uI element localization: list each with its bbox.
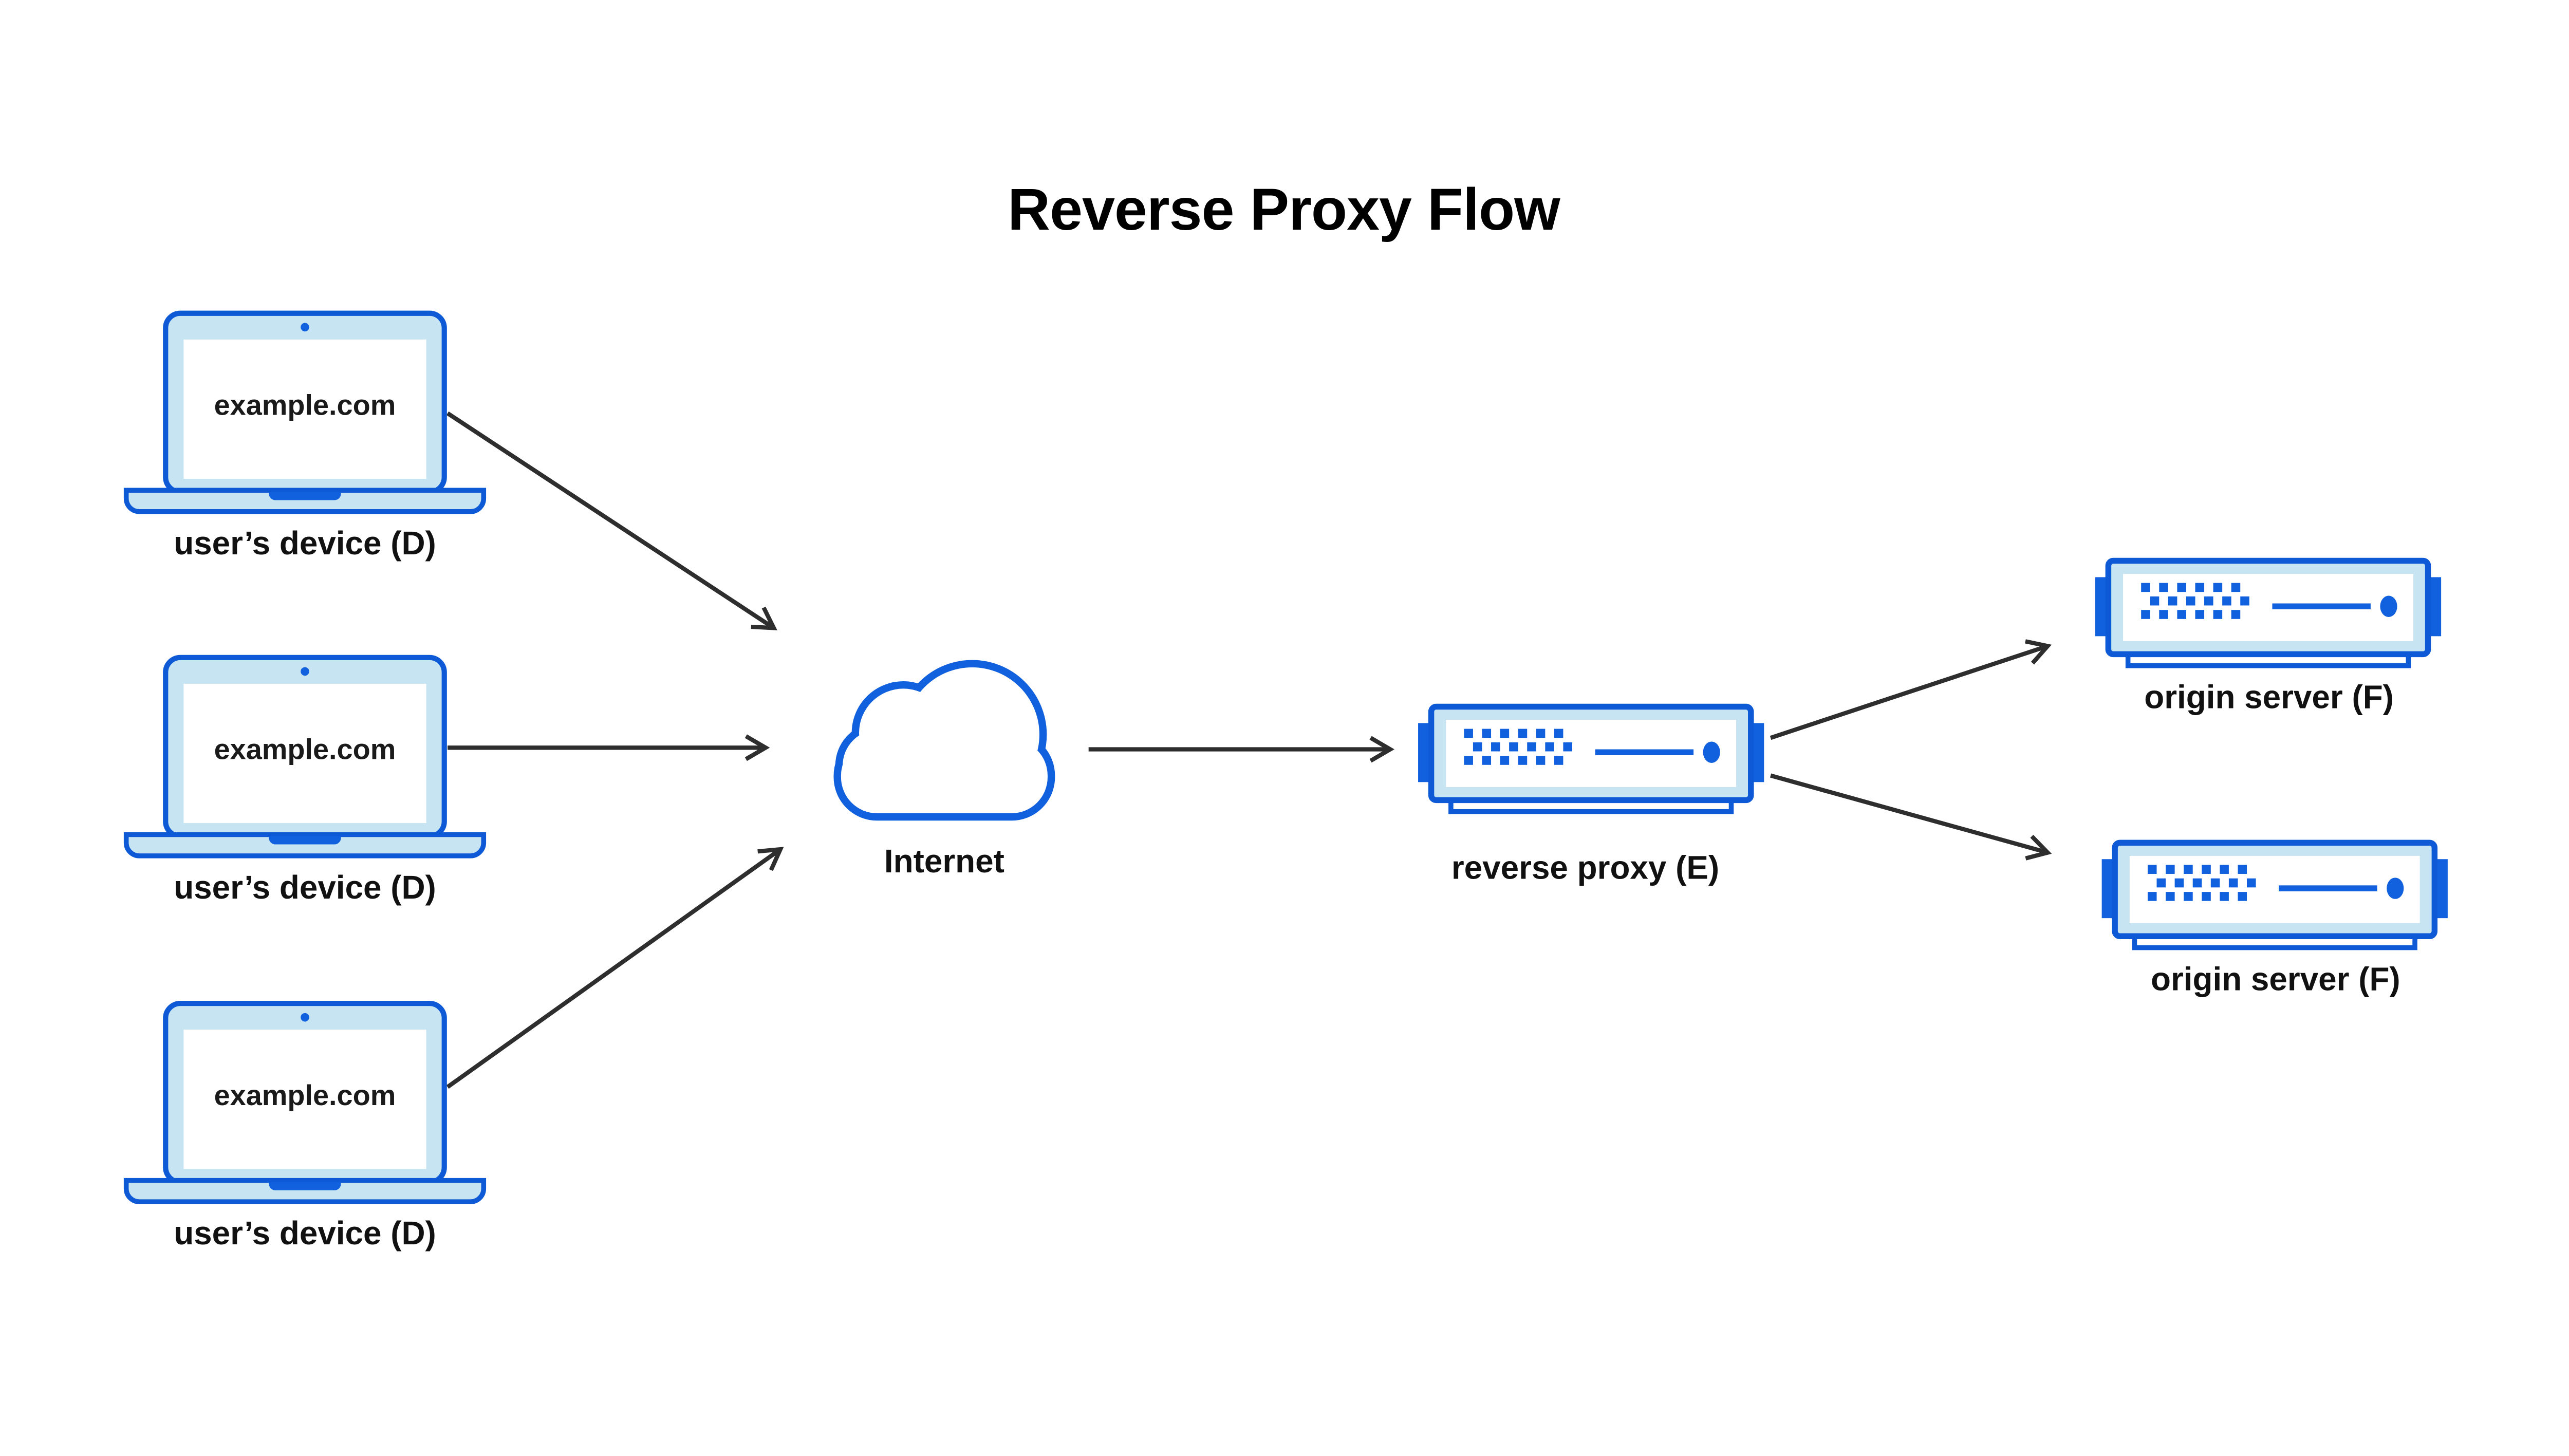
reverse-proxy-label: reverse proxy (E) bbox=[1451, 849, 1719, 886]
arrow-proxy-to-origin2 bbox=[1770, 773, 2052, 861]
reverse-proxy-icon bbox=[1418, 707, 1764, 812]
device2-screen-text: example.com bbox=[214, 733, 396, 766]
origin-server-2-label: origin server (F) bbox=[2151, 961, 2400, 998]
arrow-proxy-to-origin1 bbox=[1770, 639, 2052, 740]
internet-cloud-icon bbox=[833, 660, 1055, 821]
server-icon bbox=[2102, 843, 2448, 947]
cloud-body bbox=[841, 667, 1048, 813]
origin-server-1-icon bbox=[2095, 561, 2441, 666]
user-device-2: example.com bbox=[126, 658, 484, 856]
origin-server-2-icon bbox=[2102, 843, 2448, 947]
page-title: Reverse Proxy Flow bbox=[1008, 177, 1560, 242]
device3-screen-text: example.com bbox=[214, 1079, 396, 1111]
origin-server-1-label: origin server (F) bbox=[2144, 679, 2394, 716]
arrow-device1-to-internet bbox=[446, 411, 777, 630]
arrow-device3-to-internet bbox=[446, 847, 784, 1089]
internet-label: Internet bbox=[884, 843, 1004, 880]
device1-screen-text: example.com bbox=[214, 389, 396, 421]
server-icon bbox=[1418, 707, 1764, 812]
server-icon bbox=[2095, 561, 2441, 666]
user-device-3: example.com bbox=[126, 1003, 484, 1202]
user-device-1: example.com bbox=[126, 313, 484, 512]
device2-label: user’s device (D) bbox=[174, 869, 436, 906]
flow-arrows bbox=[446, 411, 2052, 1089]
device3-label: user’s device (D) bbox=[174, 1215, 436, 1252]
device1-label: user’s device (D) bbox=[174, 525, 436, 562]
